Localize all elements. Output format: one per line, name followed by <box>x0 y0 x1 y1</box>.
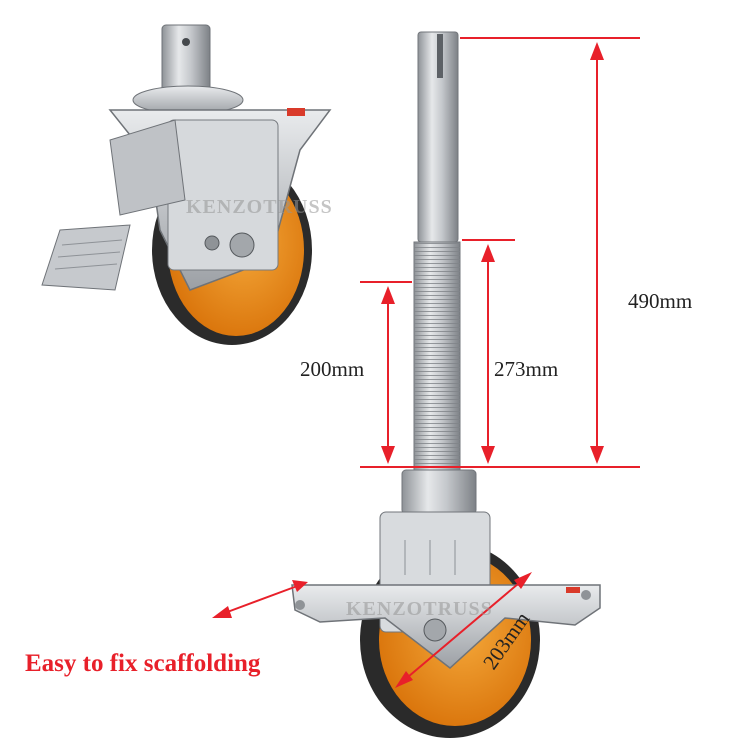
axle-bolt <box>229 232 255 258</box>
thread-texture <box>414 242 460 470</box>
dim-203-arrow-top <box>514 572 532 589</box>
large-caster-image <box>291 31 601 738</box>
dim-490-arrow-top <box>590 42 604 60</box>
axle-nut <box>423 618 447 642</box>
caption-easy-to-fix: Easy to fix scaffolding <box>25 650 261 677</box>
dim-203-line <box>401 577 526 683</box>
fix-arrow-right-head <box>292 580 308 592</box>
dimension-lines <box>212 37 640 688</box>
dim-200-arrow-top <box>381 286 395 304</box>
dim-label-273: 273mm <box>494 357 559 381</box>
watermark-large: KENZOTRUSS <box>346 598 493 620</box>
dim-273-arrow-top <box>481 244 495 262</box>
spindle-collar <box>401 469 477 515</box>
watermark-small: KENZOTRUSS <box>186 196 333 218</box>
dim-200-arrow-bottom <box>381 446 395 464</box>
plate-bolt-left <box>295 600 305 610</box>
large-caster-brake-plate <box>291 584 601 669</box>
spindle-slot <box>437 34 443 78</box>
dim-273-arrow-bottom <box>481 446 495 464</box>
dim-label-200: 200mm <box>300 357 365 381</box>
red-indicator <box>287 108 305 116</box>
fix-arrow-line <box>221 584 301 615</box>
small-caster-brake-lever <box>109 119 186 216</box>
stem-pin-hole <box>182 38 190 46</box>
small-caster-image <box>41 24 332 345</box>
red-indicator-large <box>566 587 580 593</box>
small-caster-brake-pedal <box>41 224 131 291</box>
dim-490-arrow-bottom <box>590 446 604 464</box>
plate-bolt-right <box>581 590 591 600</box>
fix-arrow-left-head <box>212 606 232 618</box>
dim-203-arrow-bottom <box>395 671 413 688</box>
fork-bolt <box>204 235 220 251</box>
dim-label-490: 490mm <box>628 289 693 313</box>
small-caster-stem <box>161 24 211 96</box>
